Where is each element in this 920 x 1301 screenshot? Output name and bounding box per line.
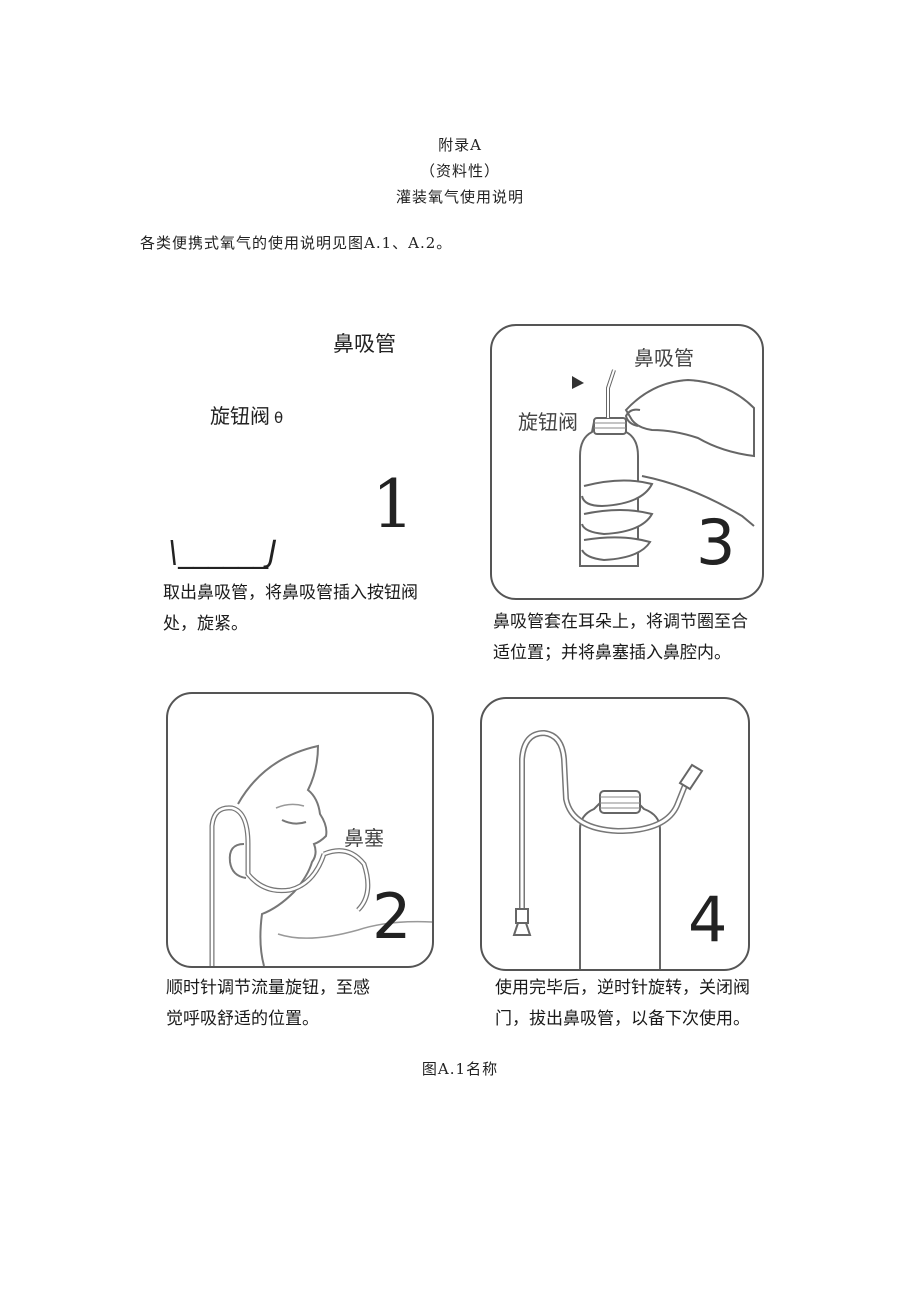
step2-illustration-panel: 鼻塞 2: [166, 692, 434, 968]
appendix-label: 附录A: [438, 136, 482, 154]
step1-artifact: \______J: [168, 535, 277, 570]
intro-paragraph: 各类便携式氧气的使用说明见图A.1、A.2。: [140, 234, 453, 252]
step3-bottle-hand-drawing: [572, 369, 755, 567]
step1-caption: 取出鼻吸管，将鼻吸管插入按钮阀处，旋紧。: [163, 583, 418, 634]
step2-number: 2: [372, 880, 412, 953]
step3-valve-label: 旋钮阀: [518, 410, 578, 434]
figure-caption: 图A.1名称: [421, 1060, 499, 1078]
appendix-nature: （资料性）: [419, 162, 500, 180]
step1-valve-suffix: θ: [274, 409, 284, 427]
step3-illustration-panel: 鼻吸管 旋钮阀 3: [490, 324, 764, 600]
step4-bottle-tube-drawing: [512, 729, 704, 969]
step2-face-cannula-drawing: [209, 744, 432, 966]
step1-number: 1: [372, 466, 414, 543]
step2-caption: 顺时针调节流量旋钮，至感觉呼吸舒适的位置。: [166, 978, 370, 1029]
step4-caption: 使用完毕后，逆时针旋转，关闭阀门，拔出鼻吸管，以备下次使用。: [495, 978, 750, 1029]
step1-tube-label: 鼻吸管: [333, 332, 396, 356]
step4-illustration-panel: 4: [480, 697, 750, 971]
step3-caption: 鼻吸管套在耳朵上，将调节圈至合适位置；并将鼻塞插入鼻腔内。: [493, 612, 748, 663]
step4-number: 4: [688, 883, 728, 956]
step3-number: 3: [696, 506, 736, 579]
step2-plug-label: 鼻塞: [344, 826, 384, 850]
appendix-title: 灌装氧气使用说明: [395, 188, 524, 206]
step1-valve-text: 旋钮阀: [210, 404, 270, 428]
step3-tube-label: 鼻吸管: [634, 346, 694, 370]
